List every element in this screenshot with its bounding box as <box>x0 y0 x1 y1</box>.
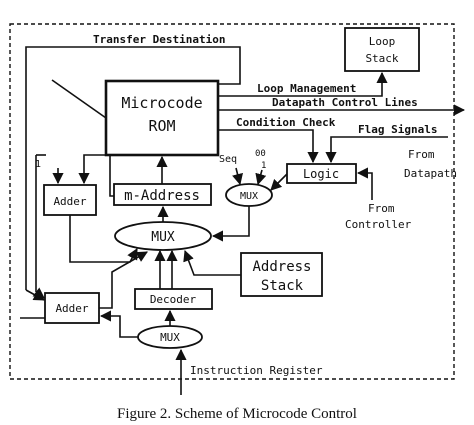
flag-signals-line <box>325 136 448 164</box>
adder-top-block: Adder <box>43 184 97 216</box>
loop-management-line <box>218 71 388 97</box>
one-small-label: 1 <box>261 161 266 171</box>
loop-stack-block: Loop Stack <box>344 27 420 72</box>
transfer-destination-line <box>25 46 241 290</box>
zero-input-line <box>255 169 267 186</box>
address-stack-label-1: Address <box>252 259 311 275</box>
rail-to-adder-bottom <box>32 287 45 299</box>
m-address-block: m-Address <box>113 183 212 206</box>
microcode-rom-block: Microcode ROM <box>104 79 220 157</box>
seq-label: Seq <box>219 154 237 165</box>
transfer-destination-label: Transfer Destination <box>93 33 225 46</box>
decoder-block: Decoder <box>134 288 213 310</box>
address-stack-label-2: Stack <box>261 278 304 294</box>
one-left-label: 1 <box>35 159 41 170</box>
address-stack-to-mux <box>183 249 241 276</box>
mux-main-label: MUX <box>151 230 175 245</box>
rom-diagonal-line <box>51 79 107 119</box>
adder-bottom-block: Adder <box>44 292 100 324</box>
m-address-label: m-Address <box>124 188 200 204</box>
seq-input-line <box>232 167 243 186</box>
microcode-rom-label-2: ROM <box>148 117 175 135</box>
zero-zero-label: 00 <box>255 149 266 159</box>
microcode-rom-label-1: Microcode <box>121 94 202 112</box>
adder-bottom-label: Adder <box>55 302 88 315</box>
logic-to-mux-small <box>270 173 288 191</box>
from-datapath-label-1: From <box>408 148 435 161</box>
mux-bottom-label: MUX <box>160 331 180 344</box>
mux-main-block: MUX <box>114 221 212 251</box>
from-controller-label-2: Controller <box>345 218 412 231</box>
adder-top-to-mux <box>69 215 138 263</box>
adder-bottom-to-mux <box>99 251 148 309</box>
instruction-register-label: Instruction Register <box>190 364 323 377</box>
datapath-control-lines-label: Datapath Control Lines <box>272 96 418 109</box>
mux-small-block: MUX <box>225 183 273 207</box>
loop-stack-label-2: Stack <box>365 52 398 65</box>
flag-signals-label: Flag Signals <box>358 123 437 136</box>
mux-bottom-block: MUX <box>137 325 203 349</box>
logic-label: Logic <box>303 167 339 181</box>
mux-small-label: MUX <box>240 191 258 202</box>
decoder-label: Decoder <box>150 293 197 306</box>
from-controller-label-1: From <box>368 202 395 215</box>
loop-stack-label-1: Loop <box>369 35 396 48</box>
figure-caption: Figure 2. Scheme of Microcode Control <box>117 406 357 422</box>
mux-small-to-main <box>211 206 250 242</box>
address-stack-block: Address Stack <box>240 252 323 297</box>
condition-check-line <box>218 129 319 164</box>
condition-check-label: Condition Check <box>236 116 336 129</box>
mux-bottom-to-adder <box>99 310 138 338</box>
from-controller-line <box>356 167 373 200</box>
adder-top-label: Adder <box>53 195 86 208</box>
loop-management-label: Loop Management <box>257 82 356 95</box>
from-datapath-label-2: Datapath <box>404 167 457 180</box>
logic-block: Logic <box>286 163 357 184</box>
adder-top-feedback <box>78 154 114 197</box>
